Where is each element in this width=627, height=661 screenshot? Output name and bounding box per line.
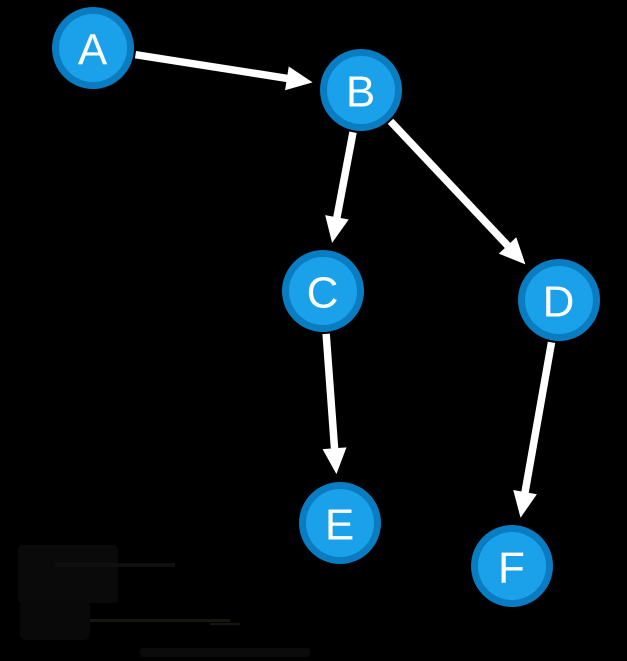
edge-B-D xyxy=(387,118,526,265)
arrowhead-icon xyxy=(285,66,313,91)
edge-shaft xyxy=(322,333,339,451)
edge-B-C xyxy=(325,131,357,243)
node-label: A xyxy=(78,25,108,74)
node-label: B xyxy=(346,67,376,116)
node-label: C xyxy=(307,268,340,317)
node-label: D xyxy=(543,277,576,326)
node-fill xyxy=(525,266,593,334)
edge-shaft xyxy=(521,341,556,495)
node-D[interactable]: D xyxy=(518,259,600,341)
node-F[interactable]: F xyxy=(471,525,553,607)
node-C[interactable]: C xyxy=(282,250,364,332)
edge-C-E xyxy=(322,333,347,475)
node-fill xyxy=(59,14,127,82)
node-fill xyxy=(289,257,357,325)
edge-D-F xyxy=(513,341,556,518)
edge-A-B xyxy=(134,50,313,91)
arrowhead-icon xyxy=(498,237,526,265)
edge-shaft xyxy=(387,118,512,250)
node-E[interactable]: E xyxy=(299,482,381,564)
edge-shaft xyxy=(332,131,357,220)
node-fill xyxy=(306,489,374,557)
node-B[interactable]: B xyxy=(320,49,402,131)
node-label: F xyxy=(498,543,526,592)
arrowhead-icon xyxy=(513,490,537,518)
node-A[interactable]: A xyxy=(52,7,134,89)
node-fill xyxy=(327,56,395,124)
arrowhead-icon xyxy=(322,447,347,475)
arrowhead-icon xyxy=(325,215,349,243)
node-label: E xyxy=(325,500,355,549)
edge-shaft xyxy=(134,50,290,83)
node-fill xyxy=(478,532,546,600)
